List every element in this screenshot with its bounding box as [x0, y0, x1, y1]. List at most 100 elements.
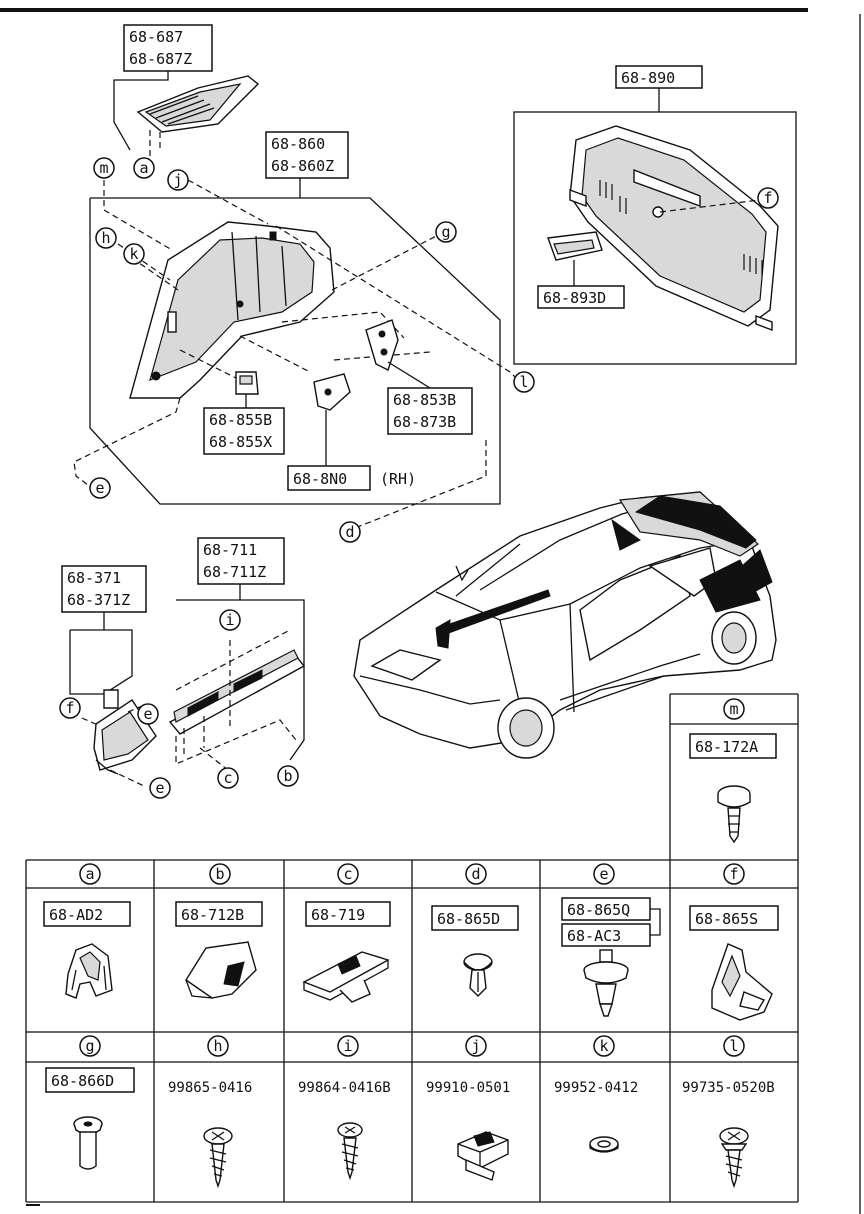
side-trim-assembly: 68-860 68-860Z 68-855B 68-855X	[73, 131, 517, 531]
svg-text:h: h	[101, 229, 110, 247]
callout-letter-j: j	[167, 169, 189, 191]
svg-text:e: e	[143, 705, 152, 723]
svg-text:i: i	[225, 611, 234, 629]
table-cell-d: d 68-865D	[431, 863, 519, 997]
svg-text:99910-0501: 99910-0501	[426, 1080, 510, 1096]
svg-text:68-711: 68-711	[203, 541, 257, 559]
svg-text:68-371Z: 68-371Z	[67, 591, 130, 609]
callout-letter-e-kick-1: e	[137, 703, 159, 725]
table-cell-h: h 99865-0416	[168, 1035, 252, 1189]
pin-clip-icon	[463, 953, 493, 997]
svg-text:68-855X: 68-855X	[209, 433, 272, 451]
svg-text:m: m	[729, 700, 738, 718]
tapping-screw-icon	[203, 1127, 233, 1189]
svg-text:b: b	[215, 865, 224, 883]
flange-screw-icon	[719, 1127, 749, 1189]
svg-text:l: l	[519, 373, 528, 391]
svg-text:68-873B: 68-873B	[393, 413, 456, 431]
svg-text:68-711Z: 68-711Z	[203, 563, 266, 581]
square-nut-icon	[457, 1131, 509, 1181]
svg-text:68-AD2: 68-AD2	[49, 906, 103, 924]
tapping-screw-icon	[337, 1122, 363, 1181]
sill-assembly: 68-711 68-711Z	[168, 537, 306, 771]
svg-text:68-371: 68-371	[67, 569, 121, 587]
svg-text:99952-0412: 99952-0412	[554, 1080, 638, 1096]
table-cell-g: g 68-866D	[45, 1035, 135, 1170]
washer-icon	[589, 1136, 619, 1153]
svg-text:e: e	[155, 779, 164, 797]
svg-text:68-719: 68-719	[311, 906, 365, 924]
svg-text:68-855B: 68-855B	[209, 411, 272, 429]
spring-clip-icon	[711, 943, 773, 1021]
table-cell-e: e 68-865Q 68-AC3	[561, 863, 661, 1017]
table-cell-j: j 99910-0501	[426, 1035, 510, 1181]
svg-text:j: j	[471, 1037, 480, 1055]
rear-panel-assembly: 68-890 68-893D	[513, 65, 797, 365]
table-cell-i: i 99864-0416B	[298, 1035, 391, 1181]
svg-text:(RH): (RH)	[380, 470, 416, 488]
svg-text:99865-0416: 99865-0416	[168, 1080, 252, 1096]
svg-text:68-893D: 68-893D	[543, 289, 606, 307]
retainer-nut-icon	[65, 943, 113, 999]
svg-text:a: a	[85, 865, 94, 883]
svg-text:68-860: 68-860	[271, 135, 325, 153]
callout-letter-l: l	[513, 371, 535, 393]
top-rule	[0, 8, 808, 12]
svg-text:f: f	[729, 865, 738, 883]
callout-letter-f-kick: f	[59, 697, 81, 719]
table-cell-b: b 68-712B	[175, 863, 263, 999]
car-illustration	[353, 491, 777, 759]
svg-text:c: c	[223, 769, 232, 787]
svg-text:i: i	[343, 1037, 352, 1055]
kick-panel-assembly: 68-371 68-371Z	[61, 565, 157, 787]
svg-text:b: b	[283, 767, 292, 785]
table-cell-a: a 68-AD2	[43, 863, 131, 999]
table-cell-k: k 99952-0412	[554, 1035, 638, 1153]
svg-text:68-687Z: 68-687Z	[129, 50, 192, 68]
svg-text:g: g	[85, 1037, 94, 1055]
svg-text:d: d	[345, 523, 354, 541]
callout-letter-a: a	[133, 157, 155, 179]
svg-text:68-172A: 68-172A	[695, 738, 758, 756]
corner-mark	[26, 1204, 40, 1206]
svg-text:e: e	[599, 865, 608, 883]
callout-letter-c-sill: c	[217, 767, 239, 789]
svg-text:68-AC3: 68-AC3	[567, 927, 621, 945]
callout-letter-b-sill: b	[277, 765, 299, 787]
callout-letter-i: i	[219, 609, 241, 631]
callout-letter-e-kick-2: e	[149, 777, 171, 799]
rivet-icon	[73, 1116, 103, 1170]
svg-text:68-712B: 68-712B	[181, 906, 244, 924]
callout-letter-f-rear: f	[757, 187, 779, 209]
svg-text:a: a	[139, 159, 148, 177]
svg-text:68-865S: 68-865S	[695, 910, 758, 928]
callout-letter-g: g	[435, 221, 457, 243]
svg-text:f: f	[763, 189, 772, 207]
push-clip-icon	[717, 785, 751, 844]
svg-text:99864-0416B: 99864-0416B	[298, 1080, 391, 1096]
svg-text:k: k	[599, 1037, 608, 1055]
svg-text:68-860Z: 68-860Z	[271, 157, 334, 175]
screw-clip-icon	[583, 949, 629, 1017]
svg-text:g: g	[441, 223, 450, 241]
svg-text:68-865Q: 68-865Q	[567, 901, 630, 919]
table-cell-c: c 68-719	[302, 863, 391, 1003]
table-cell-f: f 68-865S	[689, 863, 779, 1021]
callout-letter-e-upper: e	[89, 477, 111, 499]
callout-letter-d: d	[339, 521, 361, 543]
svg-text:m: m	[99, 159, 108, 177]
cover-assembly: 68-687 68-687Z	[113, 24, 260, 156]
parts-table	[25, 693, 799, 1203]
svg-text:k: k	[129, 245, 138, 263]
svg-text:j: j	[173, 171, 182, 189]
svg-text:c: c	[343, 865, 352, 883]
table-cell-m: m 68-172A	[689, 698, 777, 844]
callout-letter-h: h	[95, 227, 117, 249]
table-cell-l: l 99735-0520B	[682, 1035, 775, 1189]
svg-text:68-687: 68-687	[129, 28, 183, 46]
svg-text:e: e	[95, 479, 104, 497]
callout-letter-m: m	[93, 157, 115, 179]
svg-text:68-866D: 68-866D	[51, 1072, 114, 1090]
